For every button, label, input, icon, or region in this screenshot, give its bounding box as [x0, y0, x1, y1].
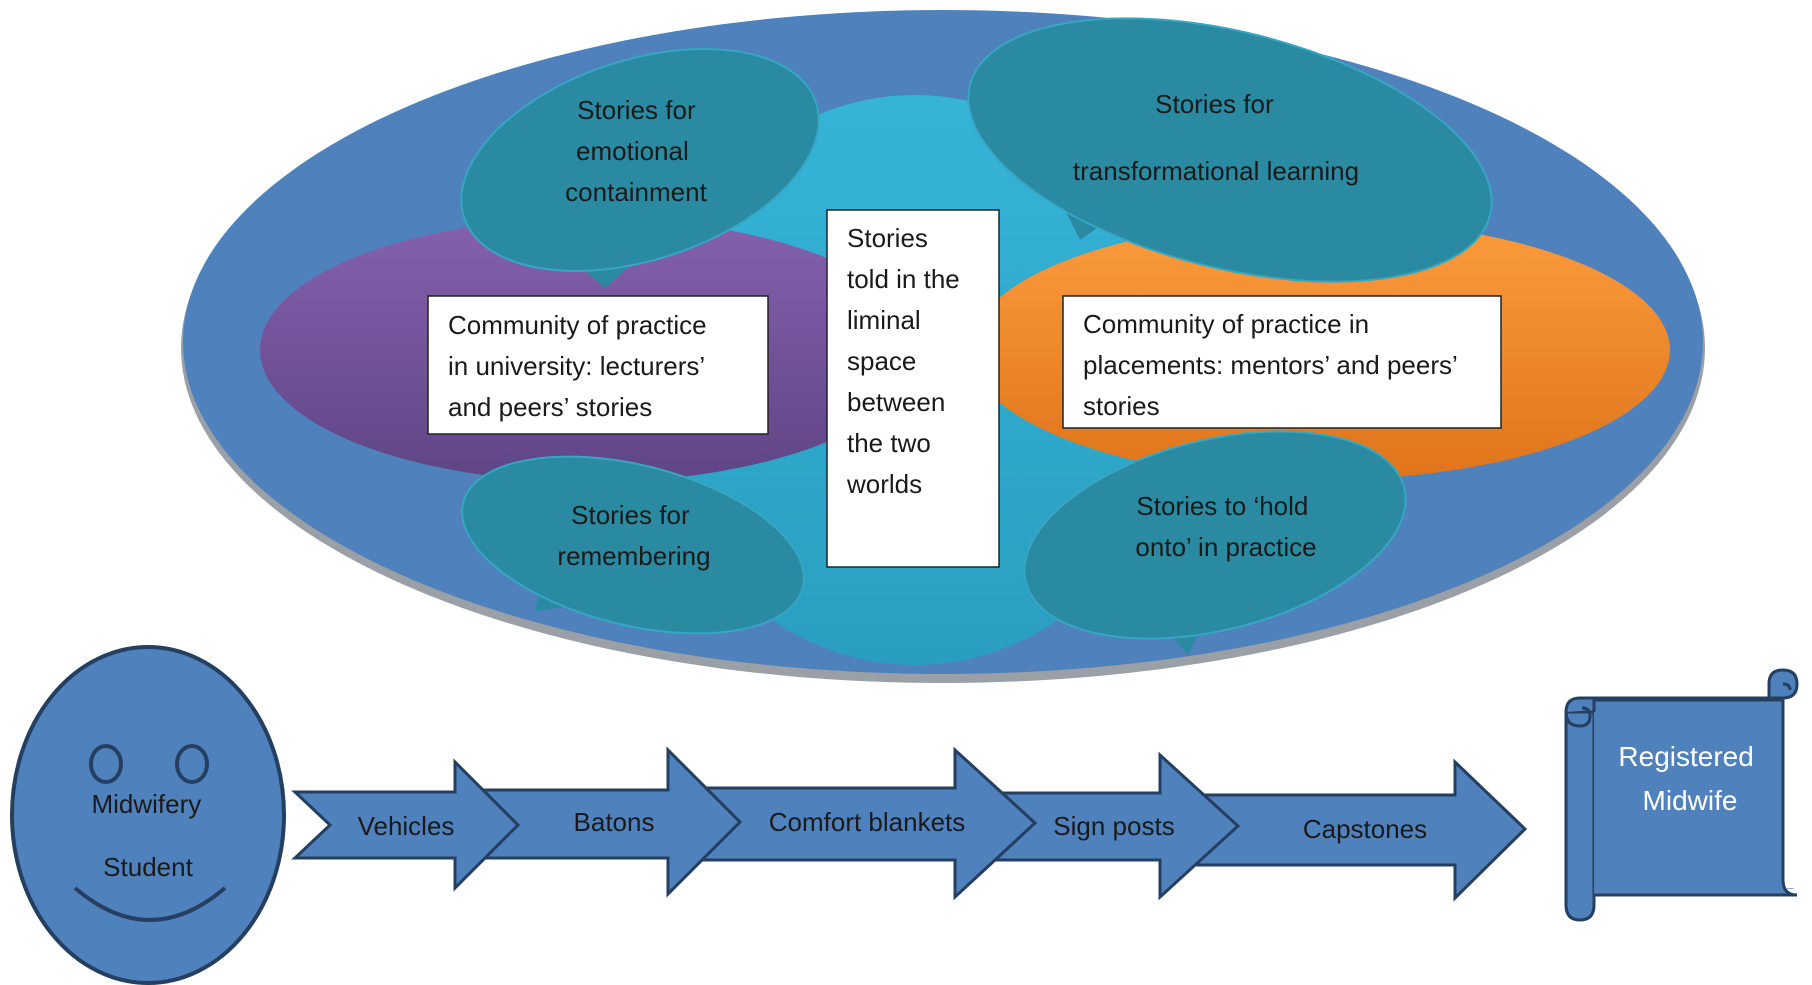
arrow-batons [473, 746, 743, 898]
bubble-emotional-line-1: Stories for [577, 95, 696, 125]
step-vehicles: Vehicles [358, 811, 455, 841]
university-line-1: Community of practice [448, 310, 707, 340]
student-line-2: Student [103, 852, 193, 882]
bubble-transformational-line-1: Stories for [1155, 89, 1274, 119]
svg-text:Community of practice in: Community of practice in placements: men… [1083, 309, 1464, 421]
bubble-remembering-line-2: remembering [557, 541, 710, 571]
liminal-line-1: Stories [847, 223, 928, 253]
liminal-line-5: between [847, 387, 945, 417]
scroll-line-1: Registered [1618, 741, 1753, 772]
bubble-emotional-line-2: emotional [576, 136, 689, 166]
right-eye-icon [175, 744, 209, 784]
bubble-hold-onto-line-2: onto’ in practice [1135, 532, 1316, 562]
liminal-line-6: the two [847, 428, 931, 458]
university-line-3: and peers’ stories [448, 392, 652, 422]
bubble-hold-onto-line-1: Stories to ‘hold [1136, 491, 1308, 521]
svg-text:Stories to ‘hold onto’ i: Stories to ‘hold onto’ in practice [1135, 491, 1316, 562]
bubble-transformational-line-2: transformational learning [1073, 156, 1359, 186]
liminal-text-box: Stories told in the liminal space betwee… [826, 209, 1000, 568]
smile-icon [73, 886, 227, 922]
step-batons: Batons [574, 807, 655, 837]
svg-text:Stories for emotional: Stories for emotional containment [565, 95, 707, 207]
svg-text:Vehicles: Vehicles [358, 811, 455, 841]
university-line-2: in university: lecturers’ [448, 351, 704, 381]
arrow-comfort-blankets [698, 746, 1038, 901]
svg-text:Registered Midwife: Registered Midwife [1618, 741, 1761, 816]
arrow-capstones [1193, 758, 1528, 902]
step-capstones: Capstones [1303, 814, 1427, 844]
placement-line-1: Community of practice in [1083, 309, 1369, 339]
liminal-line-7: worlds [846, 469, 922, 499]
svg-text:Batons: Batons [574, 807, 655, 837]
svg-text:Stories for remembering: Stories for remembering [557, 500, 710, 571]
svg-text:Sign posts: Sign posts [1053, 811, 1174, 841]
bubble-emotional-line-3: containment [565, 177, 707, 207]
step-comfort-blankets: Comfort blankets [769, 807, 966, 837]
bubble-remembering-line-1: Stories for [571, 500, 690, 530]
scroll-line-2: Midwife [1643, 785, 1738, 816]
student-face: Midwifery Student [10, 645, 286, 985]
svg-text:Stories for transformati: Stories for transformational learning [1073, 89, 1359, 186]
liminal-line-3: liminal [847, 305, 921, 335]
svg-text:Midwifery Student: Midwifery Student [91, 789, 208, 882]
placement-line-3: stories [1083, 391, 1160, 421]
placement-line-2: placements: mentors’ and peers’ [1083, 350, 1457, 380]
liminal-line-2: told in the [847, 264, 960, 294]
svg-text:Stories told in the: Stories told in the liminal space betwee… [846, 223, 967, 499]
bubble-hold-onto: Stories to ‘hold onto’ in practice [1023, 430, 1407, 655]
arrow-sign-posts [988, 751, 1241, 901]
arrow-vehicles [291, 758, 521, 892]
svg-text:Capstones: Capstones [1303, 814, 1427, 844]
student-line-1: Midwifery [91, 789, 201, 819]
bubble-transformational-learning: Stories for transformational learning [967, 17, 1493, 283]
bubble-emotional-containment: Stories for emotional containment [460, 48, 820, 288]
journey-arrows: Vehicles Batons Comfort blankets Sign po… [291, 746, 1528, 902]
liminal-line-4: space [847, 346, 916, 376]
left-eye-icon [89, 744, 123, 784]
registered-midwife-scroll: Registered Midwife [1564, 668, 1799, 922]
step-sign-posts: Sign posts [1053, 811, 1174, 841]
bubble-remembering: Stories for remembering [461, 455, 805, 635]
svg-text:Community of practice in: Community of practice in university: lec… [448, 310, 714, 422]
placement-text-box: Community of practice in placements: men… [1062, 295, 1502, 429]
svg-text:Comfort blankets: Comfort blankets [769, 807, 966, 837]
university-text-box: Community of practice in university: lec… [427, 295, 769, 435]
